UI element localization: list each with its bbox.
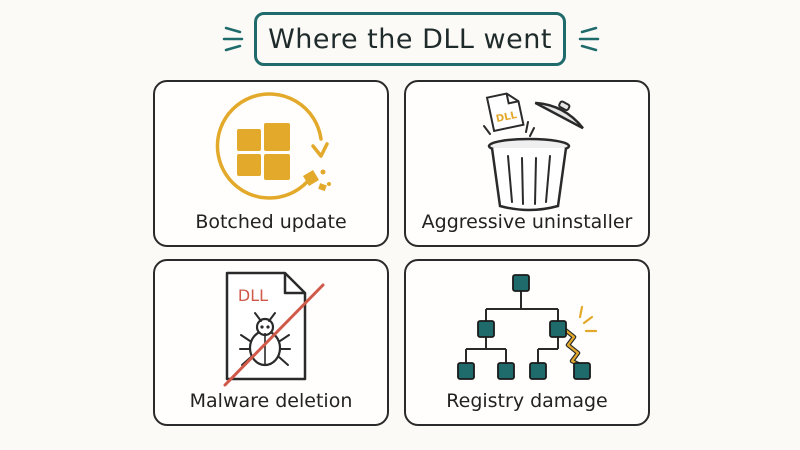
page-title: Where the DLL went (268, 23, 552, 55)
card-malware-deletion: DLL Malware deletion (153, 259, 389, 426)
card-label: Aggressive uninstaller (421, 211, 633, 233)
bug-file-icon: DLL (223, 271, 325, 387)
title-decoration-right (578, 26, 600, 52)
title-decoration-left (222, 26, 244, 52)
card-label: Malware deletion (189, 390, 353, 412)
card-botched-update: Botched update (153, 80, 389, 247)
registry-tree-icon (457, 274, 598, 380)
card-label: Botched update (195, 211, 347, 233)
file-label: DLL (495, 110, 518, 125)
file-label: DLL (238, 286, 268, 305)
title-box: Where the DLL went (254, 12, 566, 66)
card-registry-damage: Registry damage (404, 259, 650, 426)
windows-update-icon (215, 92, 331, 200)
card-aggressive-uninstaller: DLL Aggressive uninstaller (404, 80, 650, 247)
trash-can-icon: DLL (483, 92, 584, 212)
card-label: Registry damage (446, 390, 608, 412)
